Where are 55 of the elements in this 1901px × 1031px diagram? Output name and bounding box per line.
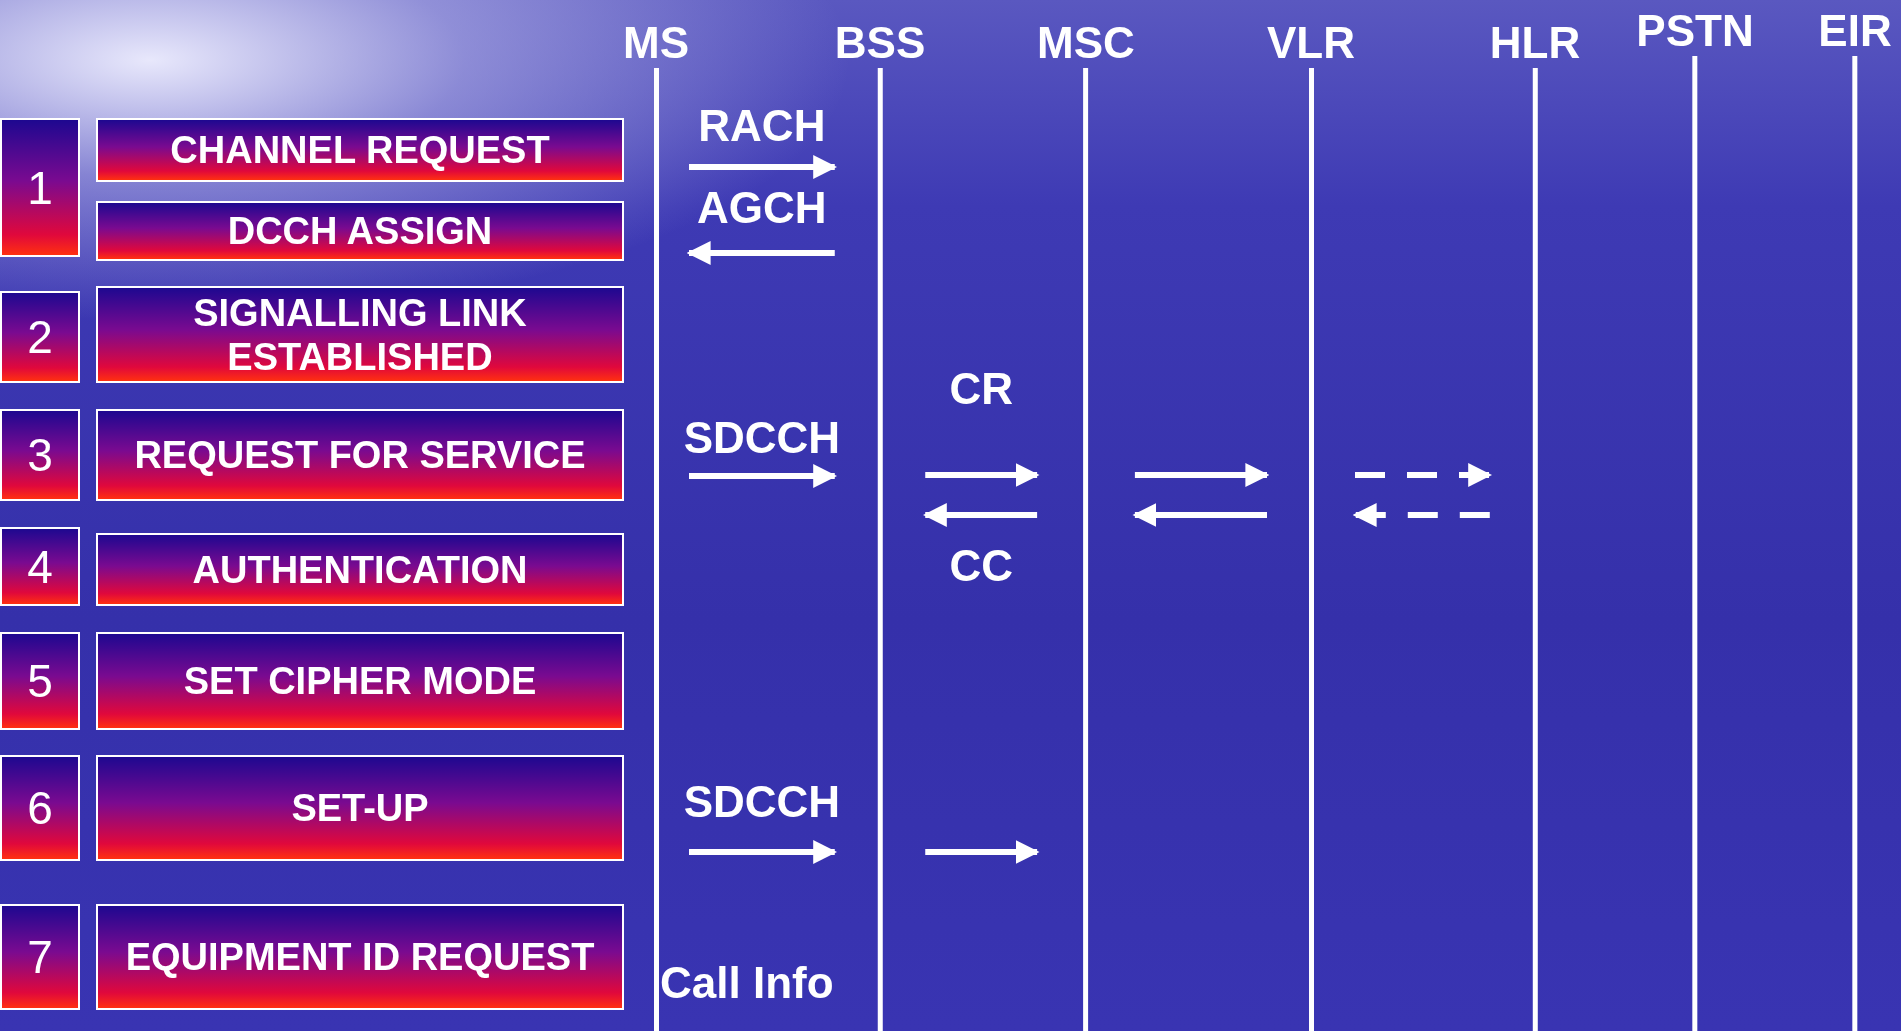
step-box [96, 533, 624, 606]
step-number: 3 [27, 428, 53, 482]
step-number: 7 [27, 930, 53, 984]
step-number-box [0, 527, 80, 606]
arrow [689, 840, 838, 864]
edge-label: SDCCH [683, 414, 841, 462]
edge-label: CC [949, 542, 1013, 590]
lifeline-header: MSC [1037, 18, 1135, 68]
step-label: SET-UP [291, 786, 429, 830]
dashed-arrow [1352, 503, 1490, 527]
message-label: Call Info [660, 958, 834, 1008]
lifeline-header: BSS [834, 18, 926, 68]
lifeline-header: VLR [1267, 18, 1355, 68]
step-number-box [0, 409, 80, 501]
step-number: 5 [27, 654, 53, 708]
step-box [96, 755, 624, 861]
step-box [96, 904, 624, 1010]
step-number: 6 [27, 781, 53, 835]
lifeline-header: HLR [1489, 18, 1581, 68]
arrow [686, 241, 835, 265]
step-box [96, 632, 624, 730]
step-number: 1 [27, 160, 53, 215]
step-number: 2 [27, 310, 53, 364]
step-box [96, 118, 624, 182]
edge-label: CR [949, 365, 1013, 413]
arrow [1134, 463, 1270, 487]
step-label: DCCH ASSIGN [227, 209, 493, 253]
edge-label: SDCCH [683, 778, 841, 826]
step-label: CHANNEL REQUEST [170, 128, 550, 172]
dashed-arrow [1355, 463, 1493, 487]
arrow [925, 463, 1040, 487]
step-box [96, 409, 624, 501]
lifeline-header: MS [623, 18, 689, 68]
arrow [922, 503, 1038, 527]
step-label: AUTHENTICATION [192, 547, 528, 592]
step-label: EQUIPMENT ID REQUEST [125, 935, 595, 979]
step-number-box [0, 755, 80, 861]
step-box [96, 286, 624, 383]
step-number-box [0, 118, 80, 257]
edge-label: RACH [698, 102, 826, 150]
lifeline-header: EIR [1818, 6, 1892, 56]
arrow [1132, 503, 1267, 527]
lifeline-header: PSTN [1636, 6, 1754, 56]
step-label: SET CIPHER MODE [183, 659, 537, 703]
step-box [96, 201, 624, 261]
arrow [925, 840, 1040, 864]
step-number-box [0, 904, 80, 1010]
step-number-box [0, 291, 80, 383]
step-label: REQUEST FOR SERVICE [134, 433, 586, 477]
arrow [689, 155, 838, 179]
step-number: 4 [27, 539, 53, 594]
step-label: SIGNALLING LINK ESTABLISHED [192, 290, 528, 379]
arrow [689, 464, 838, 488]
edge-label: AGCH [697, 184, 827, 232]
step-number-box [0, 632, 80, 730]
